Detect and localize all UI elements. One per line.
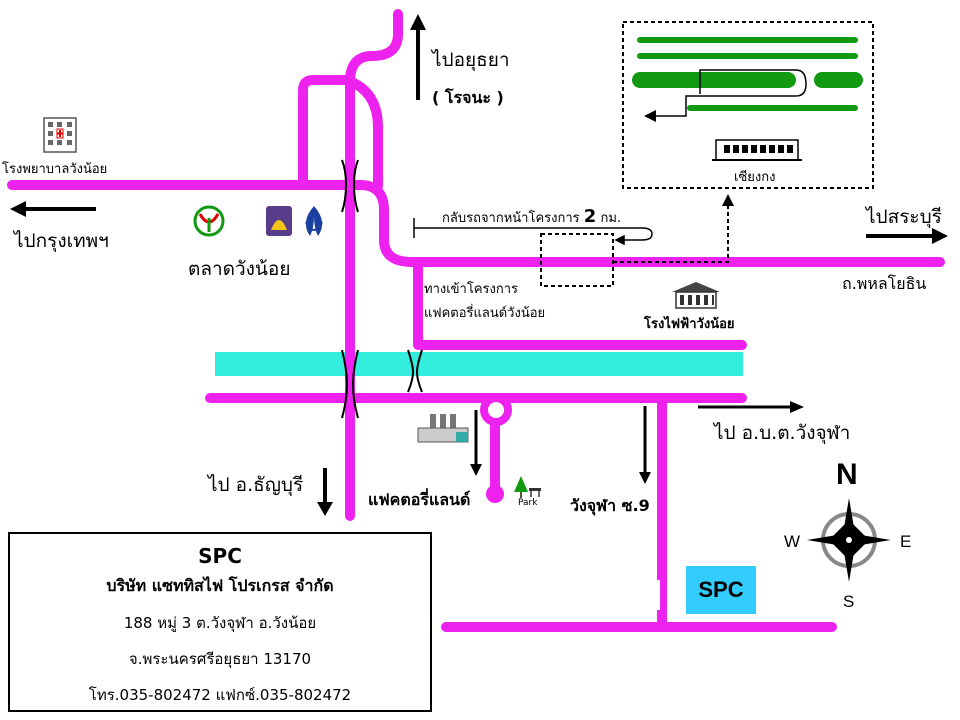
u-turn-line [413,218,653,246]
info-company: บริษัท แซททิสไฟ โปรเกรส จำกัด [106,576,334,595]
inset-arrow [644,110,656,122]
label-phahonyothin: ถ.พหลโยธิน [842,274,927,293]
roundabout [480,394,512,426]
inset-roads [632,37,863,111]
blank-area-1 [440,510,640,620]
bridges [341,159,423,419]
label-hospital: โรงพยาบาลวังน้อย [2,162,108,177]
compass-s: S [843,592,855,611]
info-name: SPC [198,544,242,568]
inset-u-turn [656,69,807,117]
roundabout-end [486,485,504,503]
info-address-2: จ.พระนครศรีอยุธยา 13170 [128,650,312,668]
spc-location-badge: SPC [686,566,756,614]
compass-rose-icon [807,498,891,582]
info-phone: โทร.035-802472 แฟกซ์.035-802472 [88,686,352,704]
label-to-wang-chula: ไป อ.บ.ต.วังจุฬา [714,422,851,444]
u-turn-distance: 2 [583,206,597,227]
xiang-kong-building-icon [712,139,802,161]
road-to-bangkok [7,180,945,267]
dotted-connector [613,206,729,263]
project-marker [540,233,614,287]
blank-area-2 [640,580,660,610]
compass-w: W [784,532,801,551]
dotted-arrowhead [722,194,734,206]
label-to-thanyaburi: ไป อ.ธัญบุรี [208,474,304,496]
road-north [345,9,403,521]
arrow-left [10,201,96,217]
info-address-1: 188 หมู่ 3 ต.วังจุฬา อ.วังน้อย [123,614,317,632]
krungsri-bank-icon [266,206,292,236]
bangkok-bank-icon [305,206,323,236]
arrow-right-saraburi [866,228,948,244]
label-market: ตลาดวังน้อย [188,258,291,280]
factory-icon [417,414,469,443]
power-plant-icon [672,282,720,309]
hospital-icon [43,117,77,153]
u-turn-unit: กม. [600,211,622,226]
label-to-ayutthaya: ไปอยุธยา [432,49,510,71]
arrow-down-soi9 [639,406,651,484]
kasikorn-bank-icon [193,205,225,237]
park-icon [514,476,541,498]
label-xiang-kong: เซียงกง [734,170,776,185]
label-to-bangkok: ไปกรุงเทพฯ [14,230,109,252]
arrow-down-factory [470,410,482,476]
label-power-plant: โรงไฟฟ้าวังน้อย [644,317,735,332]
river [215,352,743,376]
label-park: Park [518,498,538,508]
label-rojana: ( โรจนะ ) [432,88,504,107]
label-entrance-1: ทางเข้าโครงการ [424,282,519,297]
company-info-box: SPC บริษัท แซททิสไฟ โปรเกรส จำกัด 188 หม… [8,532,432,712]
label-wang-chula-soi-9: วังจุฬา ซ.9 [570,496,650,515]
label-factory-land: แฟคตอรี่แลนด์ [368,490,471,509]
label-to-saraburi: ไปสระบุรี [866,206,942,228]
road-factory-entrance [413,257,747,350]
compass-n: N [836,458,858,491]
arrow-down-thanyaburi [317,468,333,516]
label-u-turn: กลับรถจากหน้าโครงการ 2 กม. [442,206,621,228]
arrow-up [410,14,426,100]
u-turn-text: กลับรถจากหน้าโครงการ [442,211,580,226]
compass-e: E [900,532,912,551]
arrow-right-wang-chula [698,401,804,413]
label-entrance-2: แฟคตอรี่แลนด์วังน้อย [424,306,546,321]
road-loop [298,75,383,191]
